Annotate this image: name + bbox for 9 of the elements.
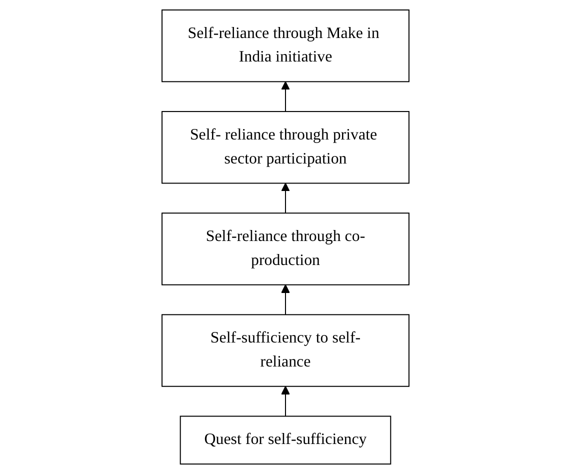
arrow (281, 182, 290, 214)
arrow (281, 386, 290, 417)
node-box: Quest for self-sufficiency (180, 416, 392, 465)
arrow (281, 81, 290, 112)
node-box: Self-reliance through co-production (162, 212, 410, 286)
node-box: Self-sufficiency to self-reliance (162, 314, 410, 387)
node-box: Self-reliance through Make in India initiative (162, 9, 410, 82)
arrow (281, 284, 290, 316)
node-box: Self- reliance through private sector participation (162, 111, 410, 184)
